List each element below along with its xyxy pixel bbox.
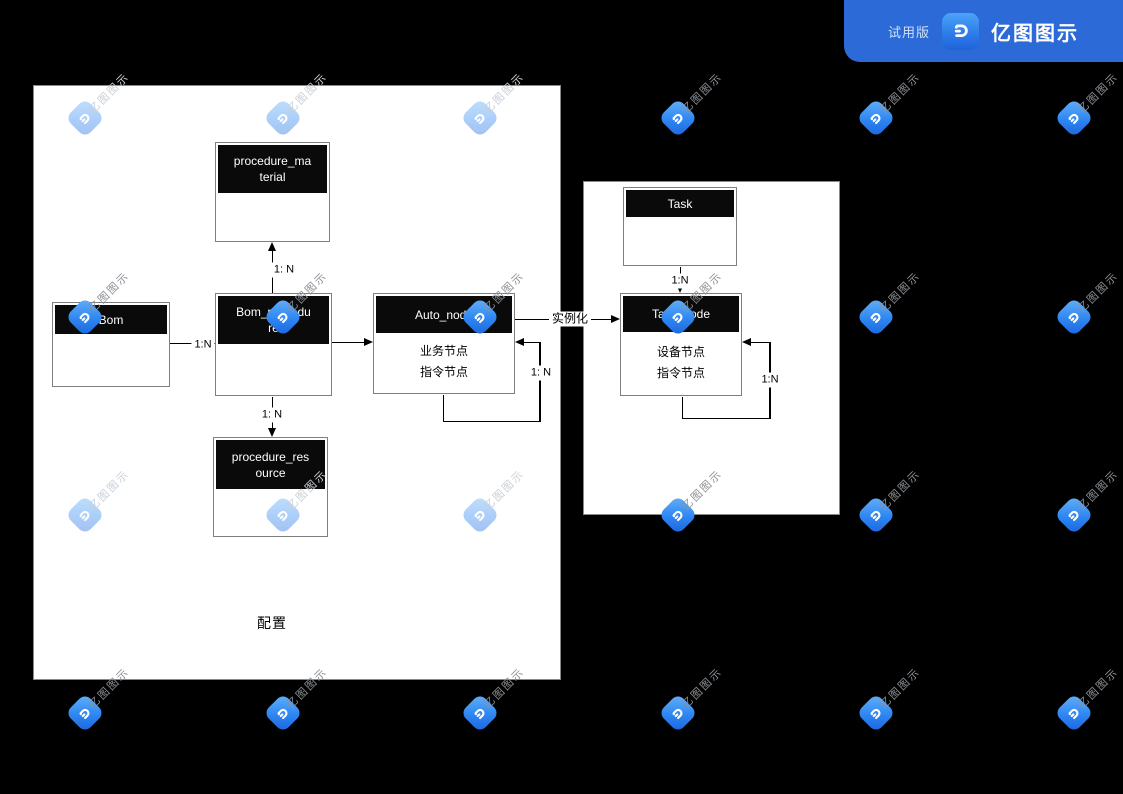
entity-auto-node[interactable]: Auto_node 业务节点 指令节点 [373,293,515,394]
watermark-text: 亿图图示 [1075,468,1122,514]
arrowhead-right-icon [364,337,373,346]
watermark-text: 亿图图示 [679,666,726,712]
edraw-diamond-icon [1054,98,1094,138]
edraw-diamond-icon [856,297,896,337]
autonode-selfloop-segment[interactable] [442,395,444,422]
label-bomprocedure-resource[interactable]: 1: N [258,407,286,423]
label-instantiate[interactable]: 实例化 [548,311,592,327]
edraw-diamond-icon [856,98,896,138]
app-name: 亿图图示 [991,22,1079,45]
arrowhead-down-icon [675,284,684,293]
trial-version-badge: 试用版 [887,24,930,40]
entity-task-node[interactable]: Task_node 设备节点 指令节点 [620,293,742,396]
watermark-text: 亿图图示 [1075,666,1122,712]
arrowhead-down-icon [267,428,276,437]
label-tasknode-selfloop[interactable]: 1:N [758,372,782,388]
edraw-logo-icon [942,12,979,50]
entity-body [626,217,734,263]
entity-bom[interactable]: Bom [52,302,170,387]
edraw-diamond-icon [856,693,896,733]
tasknode-selfloop-segment[interactable] [681,417,771,419]
entity-body [55,334,167,384]
entity-title: Bom [55,305,167,334]
arrowhead-right-icon [611,314,620,323]
entity-procedure-material[interactable]: procedure_ma terial [215,142,330,242]
connector-bomprocedure-autonode[interactable] [332,341,365,343]
edraw-diamond-icon [1054,495,1094,535]
arrowhead-left-icon [515,337,524,346]
label-bom-bomprocedure[interactable]: 1:N [191,337,215,353]
autonode-selfloop-segment[interactable] [539,342,541,422]
edraw-diamond-icon [460,693,500,733]
edraw-diamond-icon [65,693,105,733]
watermark-text: 亿图图示 [877,468,924,514]
label-bomprocedure-material[interactable]: 1: N [270,262,298,278]
edraw-diamond-icon [658,693,698,733]
entity-task[interactable]: Task [623,187,737,266]
entity-body [218,344,329,393]
label-autonode-selfloop[interactable]: 1: N [527,365,555,381]
entity-body [218,193,327,239]
entity-title: Auto_node [376,296,512,333]
entity-body [216,489,325,534]
arrowhead-up-icon [267,242,276,251]
entity-body: 设备节点 指令节点 [623,332,739,393]
entity-title: Task [626,190,734,217]
autonode-selfloop-segment[interactable] [524,341,540,343]
entity-title: Task_node [623,296,739,332]
entity-title: procedure_ma terial [218,145,327,193]
tasknode-selfloop-segment[interactable] [681,397,683,419]
tasknode-selfloop-segment[interactable] [751,341,770,343]
watermark-text: 亿图图示 [1075,71,1122,117]
entity-title: Bom_procedu re [218,296,329,344]
edraw-diamond-icon [1054,693,1094,733]
watermark-text: 亿图图示 [877,270,924,316]
entity-bom-procedure[interactable]: Bom_procedu re [215,293,332,396]
zone-label-config[interactable]: 配置 [257,615,287,631]
edraw-diamond-icon [856,495,896,535]
watermark-text: 亿图图示 [877,71,924,117]
arrowhead-left-icon [742,337,751,346]
label-task-tasknode[interactable]: 1:N [668,273,692,289]
watermark-text: 亿图图示 [679,71,726,117]
entity-procedure-resource[interactable]: procedure_res ource [213,437,328,537]
edraw-diamond-icon [658,98,698,138]
entity-body: 业务节点 指令节点 [376,333,512,391]
trial-banner[interactable]: 试用版 亿图图示 [844,0,1123,62]
autonode-selfloop-segment[interactable] [442,420,541,422]
edraw-diamond-icon [1054,297,1094,337]
edraw-diamond-icon [263,693,303,733]
watermark-text: 亿图图示 [877,666,924,712]
watermark-text: 亿图图示 [1075,270,1122,316]
entity-title: procedure_res ource [216,440,325,489]
